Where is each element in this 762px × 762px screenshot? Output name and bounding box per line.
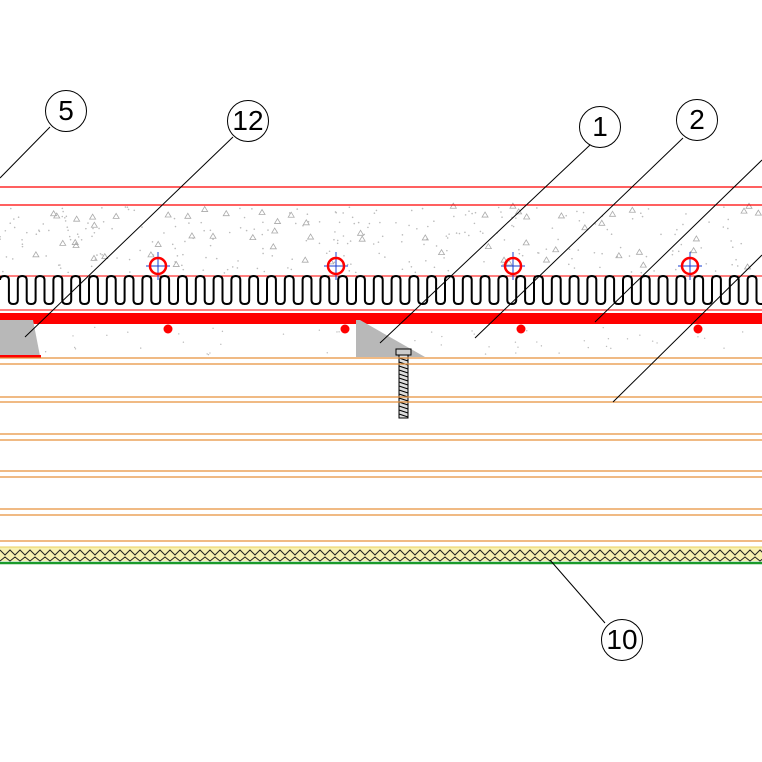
gray-wedge-bracket: [356, 320, 425, 357]
callout-5: 5: [45, 90, 87, 132]
corrugated-sheet: [0, 274, 762, 306]
callout-label: 5: [58, 95, 74, 126]
callout-12: 12: [227, 100, 269, 142]
left-gray-wedge: [0, 320, 40, 356]
leader-lines: [0, 126, 762, 624]
callout-2: 2: [676, 99, 718, 141]
concrete-layer: [0, 202, 762, 356]
red-rebar-dots: [0, 324, 703, 334]
red-steel-band: [0, 313, 762, 324]
callout-label: 10: [606, 624, 638, 655]
hatched-membrane: [0, 546, 762, 562]
orange-layer-lines: [0, 357, 762, 542]
left-red-flange: [0, 355, 41, 358]
screw-anchor: [395, 348, 412, 419]
callout-label: 12: [232, 105, 264, 136]
callout-1: 1: [579, 106, 621, 148]
reinforcement-markers: [146, 252, 702, 280]
callout-label: 2: [689, 104, 705, 135]
callout-label: 1: [592, 111, 608, 142]
callout-10: 10: [601, 619, 643, 661]
